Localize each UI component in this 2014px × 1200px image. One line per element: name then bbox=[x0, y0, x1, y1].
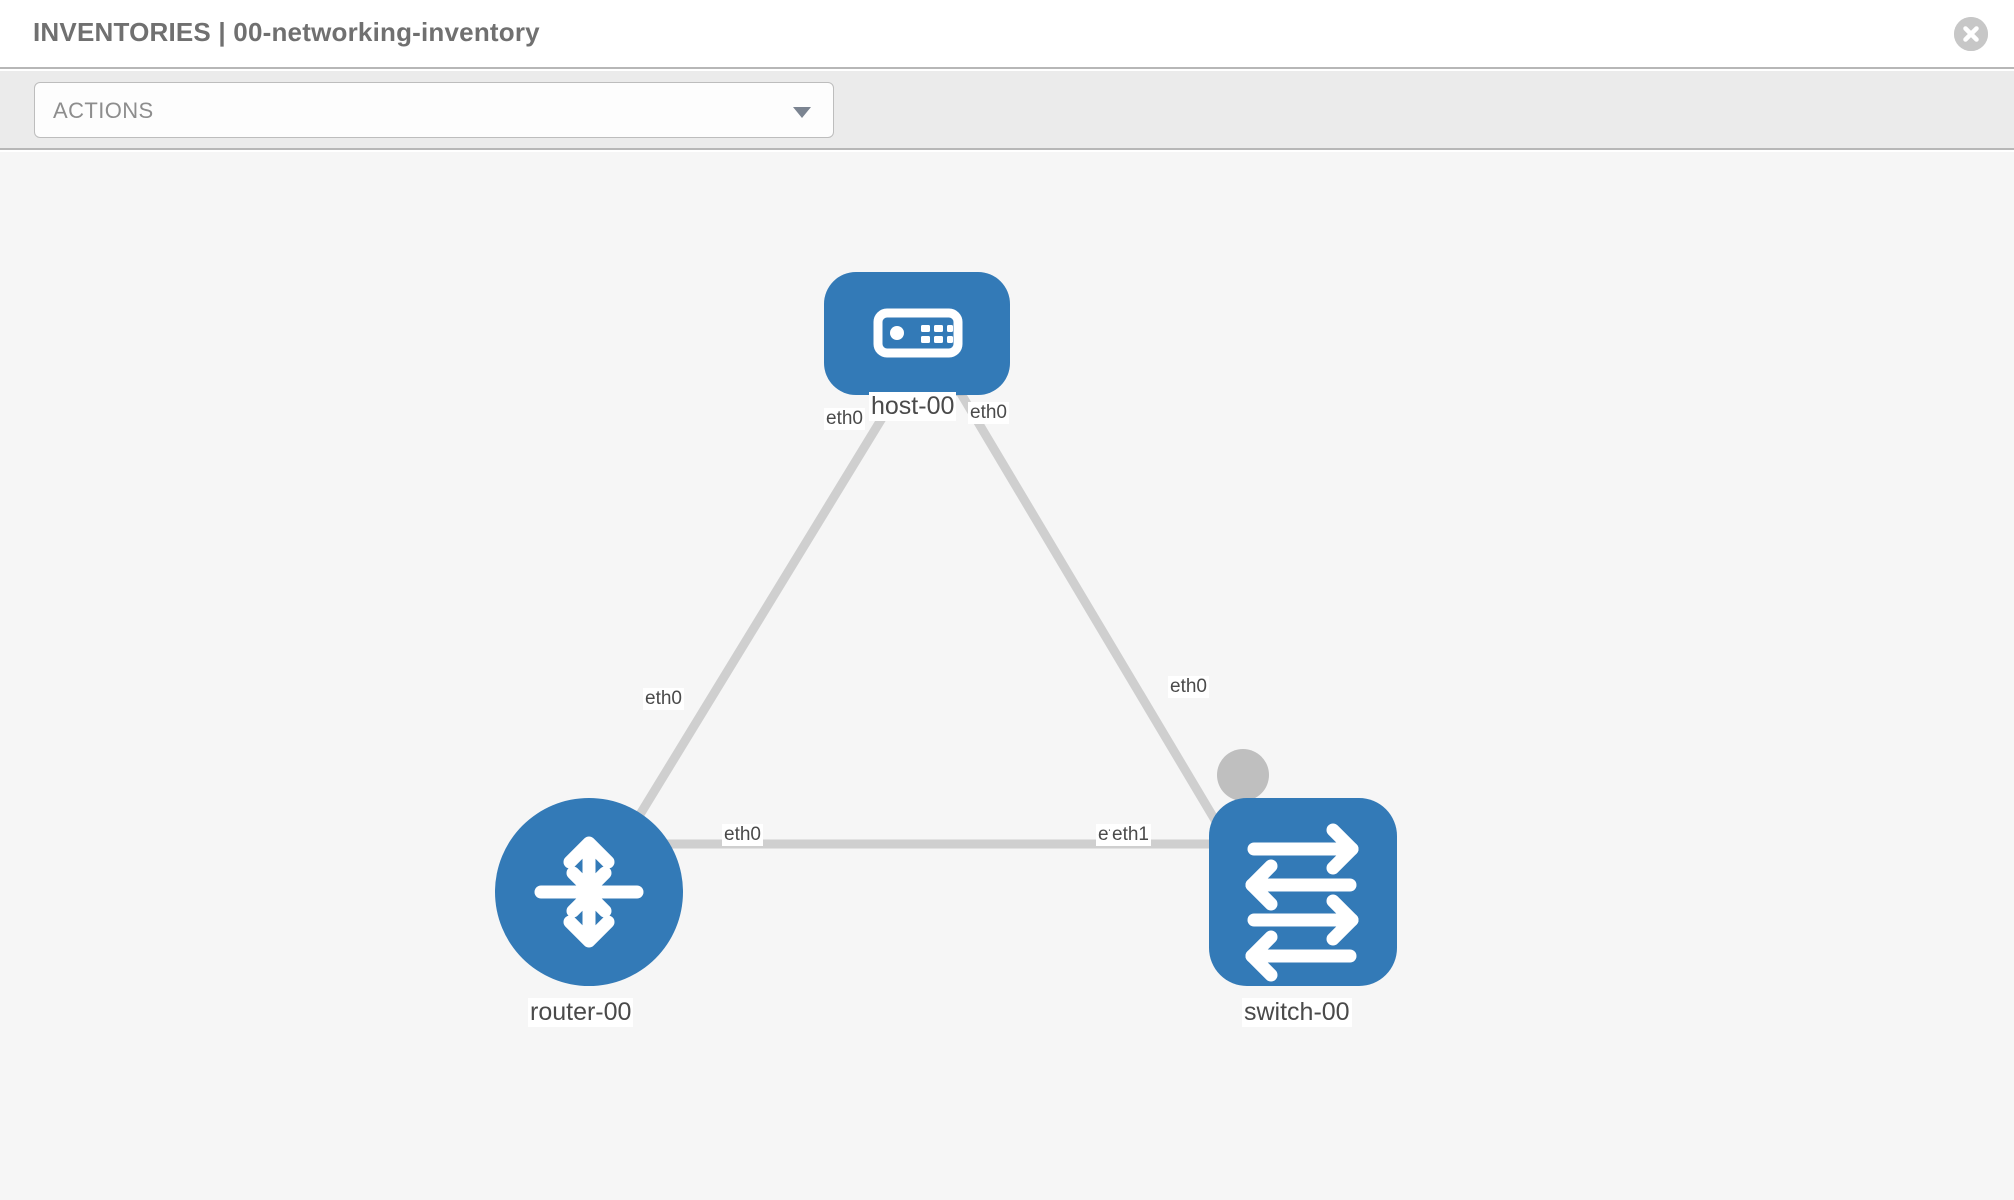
iface-label-switch-uplink: eth0 bbox=[1168, 676, 1209, 698]
router-arrows-icon bbox=[534, 836, 644, 948]
node-label-host-00: host-00 bbox=[869, 392, 957, 421]
page-title: INVENTORIES | 00-networking-inventory bbox=[33, 17, 540, 47]
node-router-00 bbox=[495, 798, 683, 986]
chevron-down-icon bbox=[793, 107, 811, 118]
iface-label-host-left: eth0 bbox=[824, 408, 865, 430]
connector-nub bbox=[1217, 749, 1269, 801]
topology-canvas[interactable]: host-00 router-00 switch-00 eth0 eth0 et… bbox=[0, 152, 2014, 1200]
topology-graph bbox=[495, 272, 1397, 986]
node-label-switch-00: switch-00 bbox=[1242, 998, 1352, 1027]
node-switch-00 bbox=[1209, 798, 1397, 986]
node-host-00-shape bbox=[824, 272, 1010, 395]
node-label-router-00: router-00 bbox=[528, 998, 634, 1027]
page-header: INVENTORIES | 00-networking-inventory bbox=[0, 0, 2014, 69]
link-host-router bbox=[596, 389, 902, 883]
actions-dropdown-label: ACTIONS bbox=[53, 98, 154, 123]
link-host-switch bbox=[956, 389, 1244, 865]
switch-arrows-icon bbox=[1245, 823, 1359, 982]
node-host-00 bbox=[824, 272, 1010, 395]
close-icon[interactable] bbox=[1954, 17, 1988, 51]
topology-connectors bbox=[571, 344, 1269, 878]
iface-label-switch-eth1: eth1 bbox=[1110, 824, 1151, 846]
actions-dropdown[interactable]: ACTIONS bbox=[34, 82, 834, 138]
iface-label-router-uplink: eth0 bbox=[643, 688, 684, 710]
topology-links bbox=[596, 389, 1244, 883]
server-icon bbox=[873, 308, 963, 358]
toolbar: ACTIONS SEARCH bbox=[0, 71, 2014, 209]
iface-label-router-eth0: eth0 bbox=[722, 824, 763, 846]
iface-label-host-right: eth0 bbox=[968, 402, 1009, 424]
